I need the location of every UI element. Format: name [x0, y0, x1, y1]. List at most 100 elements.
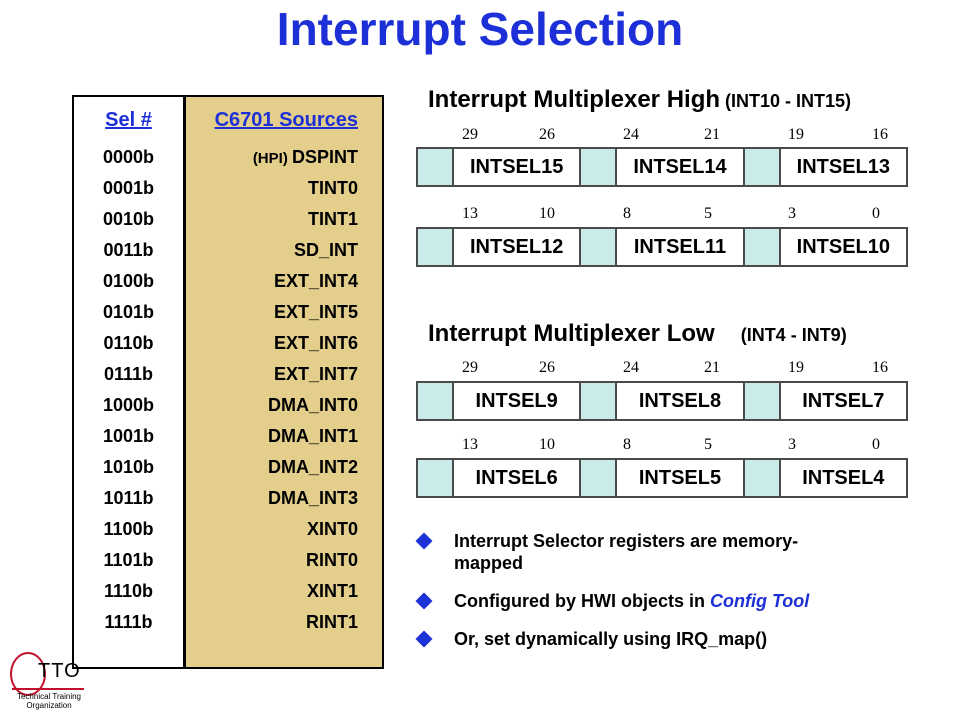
intsel-field: INTSEL8	[617, 383, 745, 419]
source-name: XINT0	[306, 519, 358, 539]
source-name: TINT0	[307, 178, 358, 198]
sel-header: Sel #	[105, 109, 152, 131]
intsel-field: INTSEL4	[802, 466, 885, 489]
source-prefix: (HPI)	[252, 150, 292, 167]
source-value: (HPI) DSPINT	[253, 147, 358, 168]
source-name: DMA_INT3	[267, 488, 358, 508]
source-value: XINT0	[307, 519, 358, 540]
register-row: INTSEL12 INTSEL11 INTSEL10	[416, 227, 908, 267]
bit-number: 8	[623, 436, 631, 453]
sel-value: 0000b	[102, 147, 155, 167]
source-name: EXT_INT7	[273, 364, 358, 384]
mux-low-title: Interrupt Multiplexer Low(INT4 - INT9)	[428, 320, 847, 347]
source-name: DMA_INT2	[267, 457, 358, 477]
source-value: DMA_INT2	[268, 457, 358, 478]
source-name: EXT_INT5	[273, 302, 358, 322]
sel-column	[74, 97, 186, 667]
intsel-field: INTSEL13	[796, 155, 890, 178]
intsel-field: INTSEL11	[617, 229, 745, 265]
reserved-bits	[418, 460, 454, 496]
bit-number: 13	[462, 205, 478, 222]
bit-number: 0	[872, 436, 880, 453]
bit-numbers: 13 10 8 5 3 0	[410, 436, 910, 456]
logo-underline	[12, 688, 84, 690]
bit-number: 21	[704, 126, 720, 143]
source-name: DSPINT	[291, 147, 358, 167]
bit-number: 13	[462, 436, 478, 453]
sel-value: 1100b	[103, 519, 154, 539]
mux-high-title: Interrupt Multiplexer High (INT10 - INT1…	[428, 86, 852, 113]
register-row: INTSEL15 INTSEL14 INTSEL13	[416, 147, 908, 187]
bit-number: 26	[539, 359, 555, 376]
source-value: SD_INT	[294, 240, 358, 261]
sel-value: 1010b	[102, 457, 155, 477]
source-value: DMA_INT0	[268, 395, 358, 416]
bit-number: 16	[872, 359, 888, 376]
sel-value: 0111b	[103, 364, 154, 384]
bit-number: 19	[788, 126, 804, 143]
page-title: Interrupt Selection	[276, 3, 684, 55]
reserved-bits	[418, 229, 454, 265]
bit-number: 5	[704, 436, 712, 453]
bit-number: 10	[539, 436, 555, 453]
sel-value: 0110b	[103, 333, 154, 353]
bit-number: 24	[623, 359, 639, 376]
reserved-bits	[744, 149, 781, 185]
intsel-field: INTSEL12	[454, 229, 582, 265]
logo-caption-2: Organization	[26, 701, 72, 710]
interrupt-source-table: Sel # C6701 Sources 0000b (HPI) DSPINT 000…	[72, 95, 384, 669]
sources-header: C6701 Sources	[214, 109, 358, 131]
reserved-bits	[581, 383, 618, 419]
bullet-item: Configured by HWI objects in Config Tool	[415, 590, 898, 612]
source-name: XINT1	[306, 581, 358, 601]
mux-high-range: INT10 - INT15	[731, 91, 846, 111]
bit-number: 21	[704, 359, 720, 376]
intsel-field: INTSEL10	[796, 235, 890, 258]
intsel-field: INTSEL15	[454, 149, 582, 185]
bullet-list: Interrupt Selector registers are memory-…	[415, 530, 898, 666]
reserved-bits	[744, 383, 781, 419]
diamond-bullet-icon	[415, 630, 433, 648]
source-value: EXT_INT5	[274, 302, 358, 323]
diamond-bullet-icon	[415, 532, 433, 550]
bit-number: 29	[462, 126, 478, 143]
bit-number: 3	[788, 436, 796, 453]
intsel-field: INTSEL9	[454, 383, 582, 419]
sel-value: 0011b	[103, 240, 154, 260]
bit-number: 29	[462, 359, 478, 376]
logo-text: TTO	[38, 660, 81, 682]
source-name: EXT_INT4	[273, 271, 358, 291]
mux-low-range: INT4 - INT9	[746, 325, 841, 345]
diamond-bullet-icon	[415, 592, 433, 610]
sel-value: 1110b	[103, 581, 154, 601]
sel-value: 0001b	[102, 178, 155, 198]
config-tool-text: Config Tool	[710, 591, 810, 611]
intsel-field: INTSEL14	[617, 149, 745, 185]
reserved-bits	[581, 149, 618, 185]
bit-number: 16	[872, 126, 888, 143]
source-name: RINT1	[305, 612, 358, 632]
logo-caption-1: Technical Training	[16, 692, 82, 701]
bit-number: 10	[539, 205, 555, 222]
sel-value: 0101b	[102, 302, 155, 322]
reserved-bits	[581, 229, 618, 265]
sel-value: 1001b	[102, 426, 155, 446]
sel-value: 1011b	[103, 488, 154, 508]
bit-number: 0	[872, 205, 880, 222]
source-value: TINT1	[308, 209, 358, 230]
bit-number: 3	[788, 205, 796, 222]
source-value: RINT0	[306, 550, 358, 571]
intsel-field: INTSEL6	[454, 460, 582, 496]
reserved-bits	[744, 229, 781, 265]
sel-value: 0100b	[102, 271, 155, 291]
logo-circle-icon	[10, 652, 46, 696]
bit-number: 26	[539, 126, 555, 143]
sel-value: 1000b	[102, 395, 155, 415]
sel-value: 1101b	[103, 550, 154, 570]
source-name: EXT_INT6	[273, 333, 358, 353]
sel-value: 1111b	[104, 612, 153, 632]
sel-value: 0010b	[102, 209, 155, 229]
